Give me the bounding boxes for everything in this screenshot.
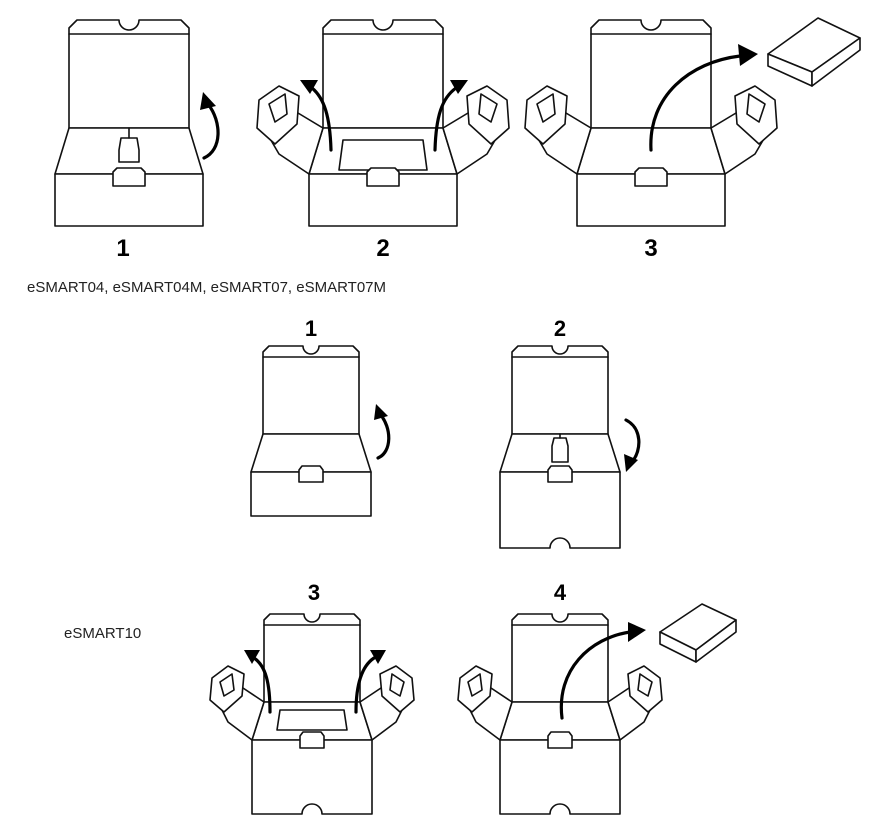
g2-panel-3-box (209, 613, 415, 815)
g2-panel-2-box (499, 345, 621, 549)
g2-panel-3-arrows (244, 650, 386, 714)
g2-step-2: 2 (554, 316, 566, 341)
g1-step-1: 1 (116, 235, 129, 262)
g2-panel-4-arrow (559, 622, 646, 720)
g2-model-label: eSMART10 (64, 625, 141, 642)
g1-panel-1-box (54, 19, 204, 227)
g1-panel-3-product (767, 17, 861, 87)
g1-panel-2-arrows (300, 80, 468, 152)
g1-panel-3-arrow (649, 44, 758, 152)
g1-panel-2-box (256, 19, 510, 227)
g1-model-label: eSMART04, eSMART04M, eSMART07, eSMART07M (27, 279, 386, 296)
g1-step-2: 2 (376, 235, 389, 262)
g2-step-3: 3 (308, 580, 320, 605)
g1-step-3: 3 (644, 235, 657, 262)
g2-panel-1-rotate-arrow (374, 404, 391, 460)
g2-panel-1-box (250, 345, 372, 517)
g1-panel-3-box (524, 19, 778, 227)
g2-panel-2-rotate-arrow (624, 418, 641, 472)
g2-panel-4-product (659, 603, 737, 663)
g2-step-1: 1 (305, 316, 317, 341)
g1-panel-1-rotate-arrow (200, 92, 220, 160)
g2-panel-4-box (457, 613, 663, 815)
g2-step-4: 4 (554, 580, 567, 605)
